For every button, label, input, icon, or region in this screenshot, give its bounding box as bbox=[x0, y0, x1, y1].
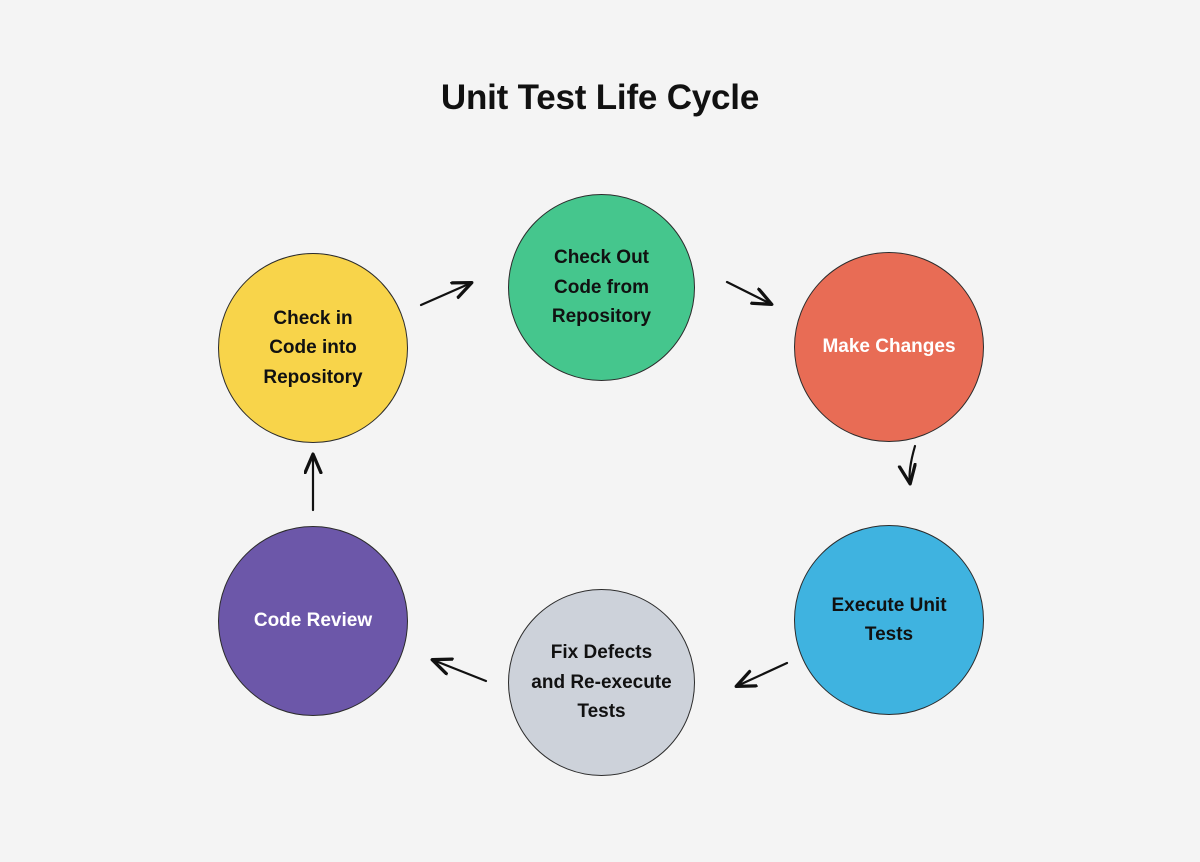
node-code-review-label: Code Review bbox=[253, 610, 373, 632]
arrow-checkin-to-checkout bbox=[419, 283, 471, 307]
node-fix-defects[interactable]: Fix Defects and Re-execute Tests bbox=[508, 589, 695, 776]
arrow-tests-to-fixdefects bbox=[737, 661, 789, 686]
node-fix-defects-label: Fix Defects and Re-execute Tests bbox=[531, 642, 672, 723]
node-check-out-code-label: Check Out Code from Repository bbox=[551, 247, 652, 328]
node-code-review[interactable]: Code Review bbox=[218, 526, 408, 716]
node-check-in-code-label: Check in Code into Repository bbox=[263, 307, 363, 388]
node-execute-unit-tests[interactable]: Execute Unit Tests bbox=[794, 525, 984, 715]
arrow-fixdefects-to-review bbox=[433, 660, 488, 683]
page-title: Unit Test Life Cycle bbox=[440, 78, 760, 117]
node-make-changes-label: Make Changes bbox=[822, 336, 956, 358]
node-execute-unit-tests-label: Execute Unit Tests bbox=[831, 594, 947, 645]
arrow-checkout-to-changes bbox=[725, 280, 771, 304]
node-make-changes[interactable]: Make Changes bbox=[794, 252, 984, 442]
node-check-in-code[interactable]: Check in Code into Repository bbox=[218, 253, 408, 443]
node-check-out-code[interactable]: Check Out Code from Repository bbox=[508, 194, 695, 381]
arrow-changes-to-tests bbox=[910, 444, 915, 483]
